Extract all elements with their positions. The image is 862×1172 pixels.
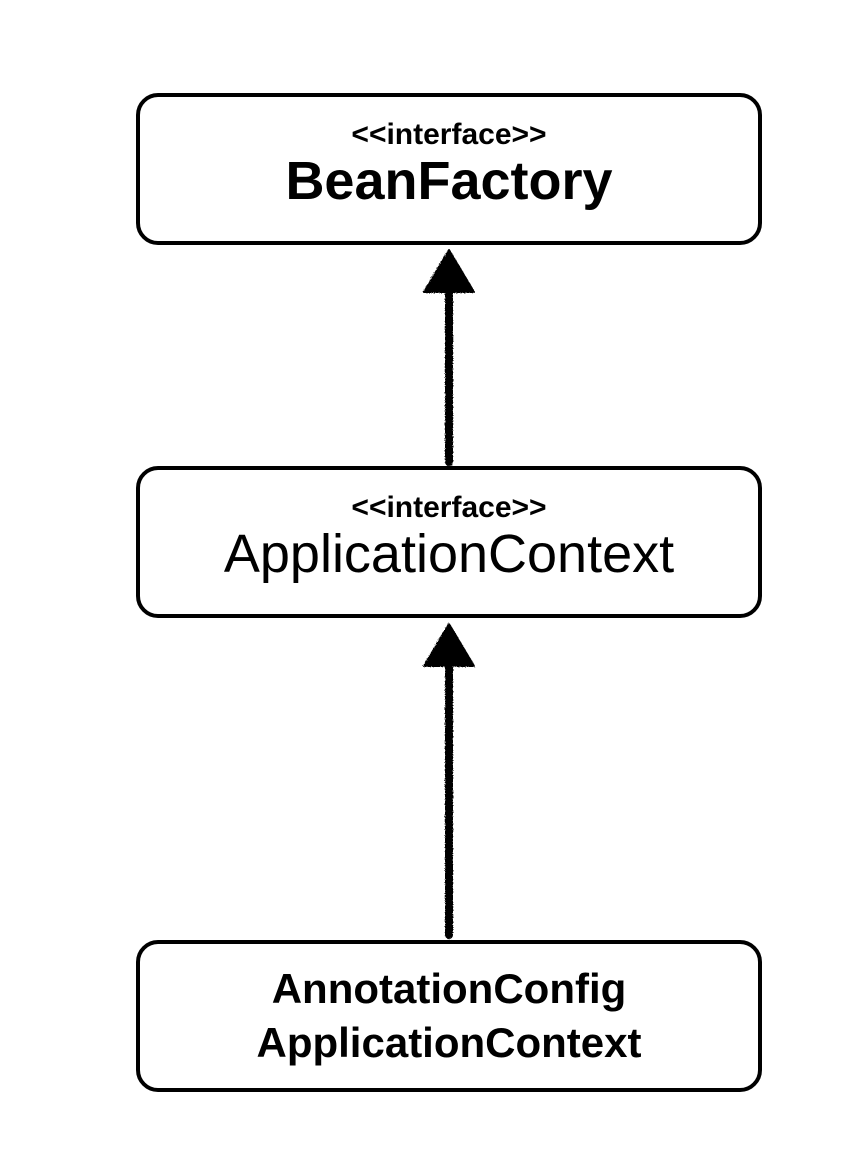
applicationcontext-node: <<interface>> ApplicationContext — [136, 466, 762, 618]
annotationconfigapplicationcontext-node: AnnotationConfig ApplicationContext — [136, 940, 762, 1092]
beanfactory-node: <<interface>> BeanFactory — [136, 93, 762, 245]
arrow-annotationconfig-to-applicationcontext — [423, 623, 475, 939]
arrow-applicationcontext-to-beanfactory — [423, 249, 475, 466]
beanfactory-stereotype: <<interface>> — [351, 118, 547, 151]
beanfactory-name: BeanFactory — [285, 151, 613, 211]
arrow-head-lower — [423, 623, 475, 667]
applicationcontext-stereotype: <<interface>> — [351, 491, 547, 524]
annotationconfig-name-line2: ApplicationContext — [256, 1019, 642, 1066]
applicationcontext-name: ApplicationContext — [223, 524, 675, 584]
annotationconfig-name-line1: AnnotationConfig — [271, 965, 627, 1012]
arrow-head-upper — [423, 249, 475, 293]
